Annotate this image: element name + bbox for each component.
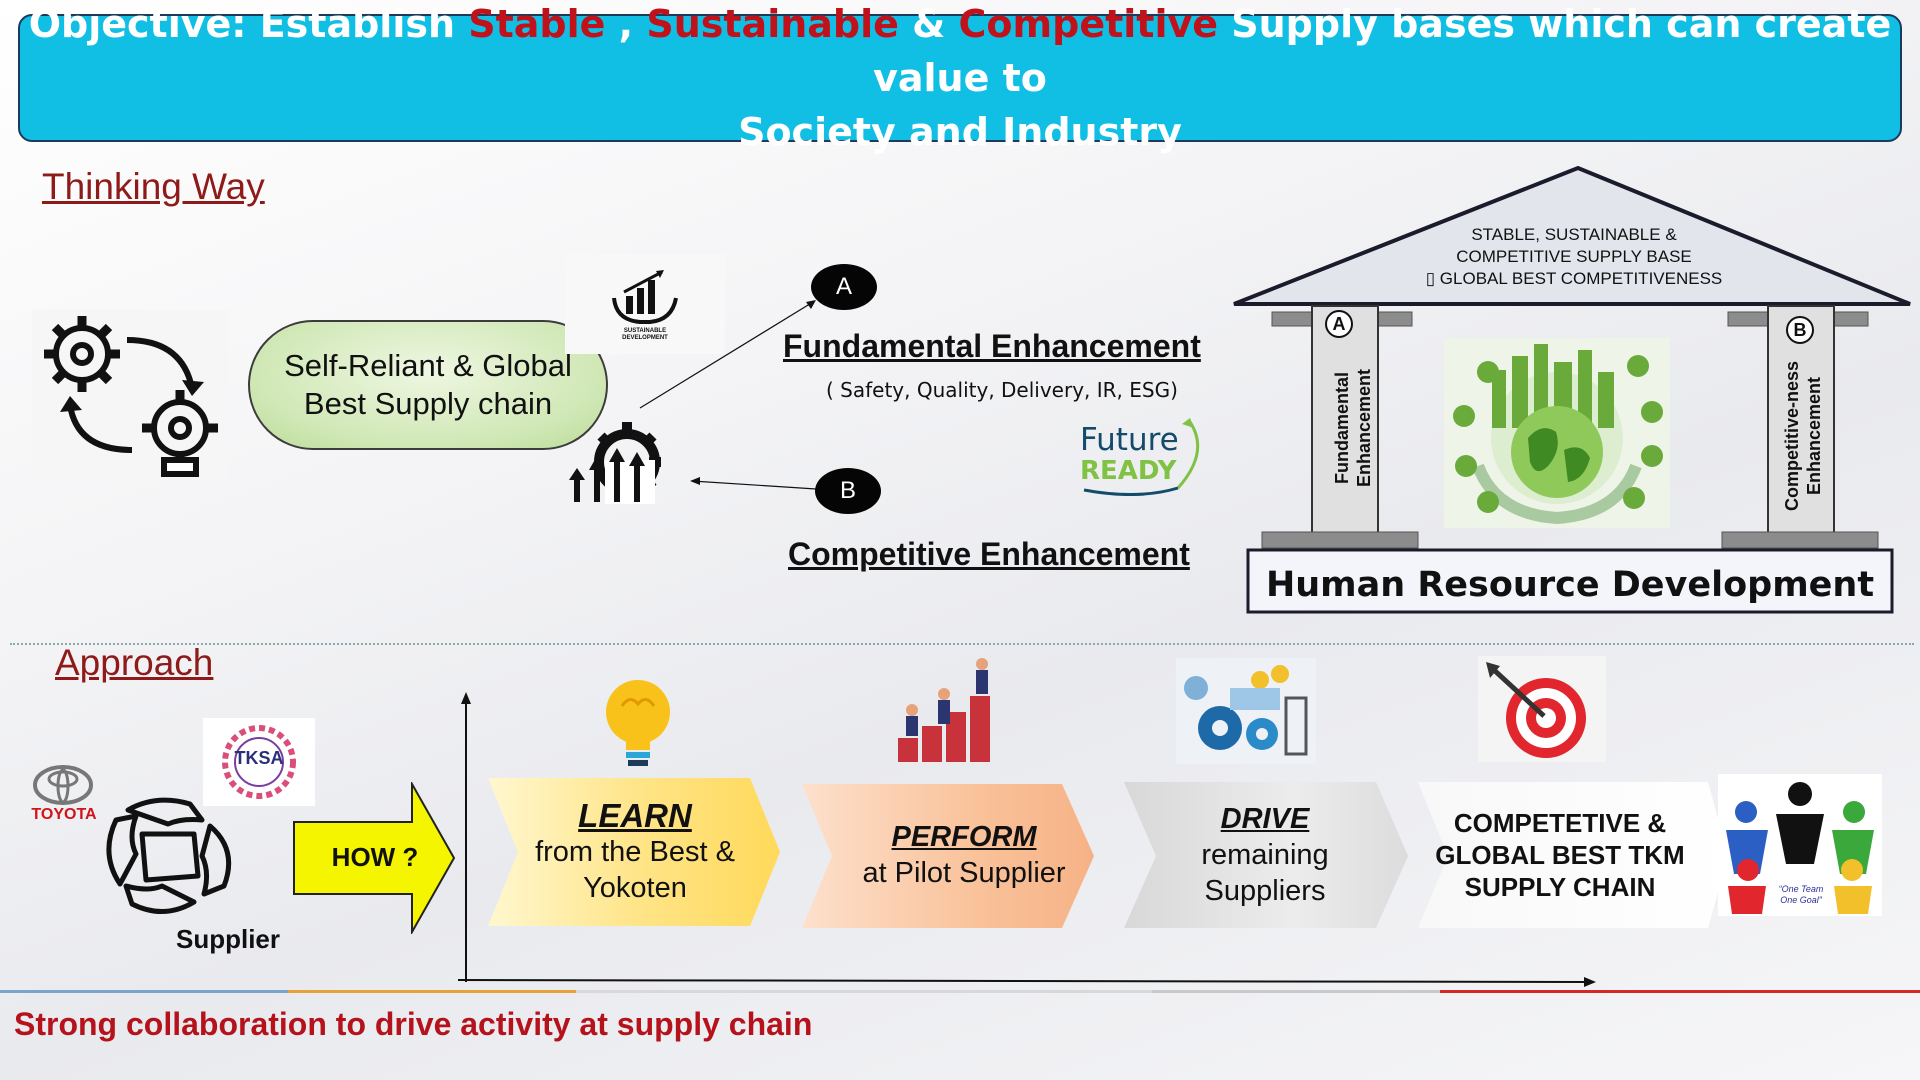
climbing-stairs-icon [898,658,990,762]
progress-axes [457,692,1596,987]
sustainable-development-logo: SUSTAINABLE DEVELOPMENT [565,254,725,354]
footer-text: Strong collaboration to drive activity a… [14,1006,813,1042]
team-circle-icon [1726,782,1874,914]
how-label: HOW ? [331,842,419,872]
future-ready-logo: Future READY [1078,416,1208,496]
how-arrow [293,782,456,934]
competitive-enhancement-title: Competitive Enhancement [788,536,1190,572]
toyota-emblem-icon [33,765,93,805]
step-perform: PERFORM at Pilot Supplier [862,821,1066,889]
foundation [1246,548,1894,614]
lightbulb-icon [606,680,670,766]
chevron-goal [1418,782,1728,928]
pillar-b-badge: B [1793,320,1807,340]
human-resource-development: Human Resource Development [1265,565,1875,605]
chevron-learn [488,778,780,926]
gear-growth-icon [569,422,661,504]
house-diagram [1233,166,1911,614]
goal-text: COMPETETIVE & GLOBAL BEST TKM SUPPLY CHA… [1435,808,1685,902]
objective-line-2: Society and Industry [738,110,1182,154]
toyota-label: TOYOTA [31,806,97,823]
thinking-way-title: Thinking Way [42,166,265,207]
step-learn: LEARN from the Best & Yokoten [535,797,735,905]
approach-chevrons [488,778,1728,928]
badge-b: B [815,468,881,514]
chevron-drive [1124,782,1408,928]
gears-coins-icon [1176,658,1316,764]
target-icon [1478,656,1606,762]
collaboration-hands-icon [106,797,232,915]
chevron-perform [802,784,1094,928]
section-divider [10,643,1914,645]
house-roof [1233,166,1911,306]
gear-cycle-icon [32,310,228,480]
pillar-b [1767,305,1835,563]
eco-earth-illustration [1444,338,1670,528]
step-drive: DRIVE remaining Suppliers [1201,803,1329,907]
supplier-label: Supplier [176,924,281,954]
self-reliant-pill: Self-Reliant & Global Best Supply chain [248,320,608,450]
pillar-b-label: Competitive-ness Enhancement [1782,360,1824,512]
pillar-a [1311,305,1379,563]
fundamental-enhancement-title: Fundamental Enhancement [783,328,1201,364]
swoosh-arrow-icon [1083,418,1200,496]
connector-lines [639,300,817,490]
footer-rule [0,990,1920,993]
tksa-logo: TKSA [203,718,315,806]
fundamental-enhancement-subtitle: ( Safety, Quality, Delivery, IR, ESG) [826,378,1178,402]
pillar-a-label: Fundamental Enhancement [1332,368,1374,488]
pillar-a-badge-circle [1325,310,1353,338]
badge-a: A [811,264,877,310]
pillar-a-badge: A [1332,314,1346,334]
one-team-logo: “One Team One Goal” [1718,774,1882,916]
objective-line-1: Objective: Establish Stable , Sustainabl… [28,2,1892,100]
pillar-b-base [1721,531,1879,549]
hands-chart-icon [612,270,678,324]
objective-banner: Objective: Establish Stable , Sustainabl… [18,2,1902,154]
approach-title: Approach [55,642,214,683]
house-roof-text: STABLE, SUSTAINABLE & COMPETITIVE SUPPLY… [1425,225,1723,288]
pillar-b-badge-circle [1786,316,1814,344]
tksa-emblem-icon [222,725,296,799]
pillar-a-base [1261,531,1419,549]
